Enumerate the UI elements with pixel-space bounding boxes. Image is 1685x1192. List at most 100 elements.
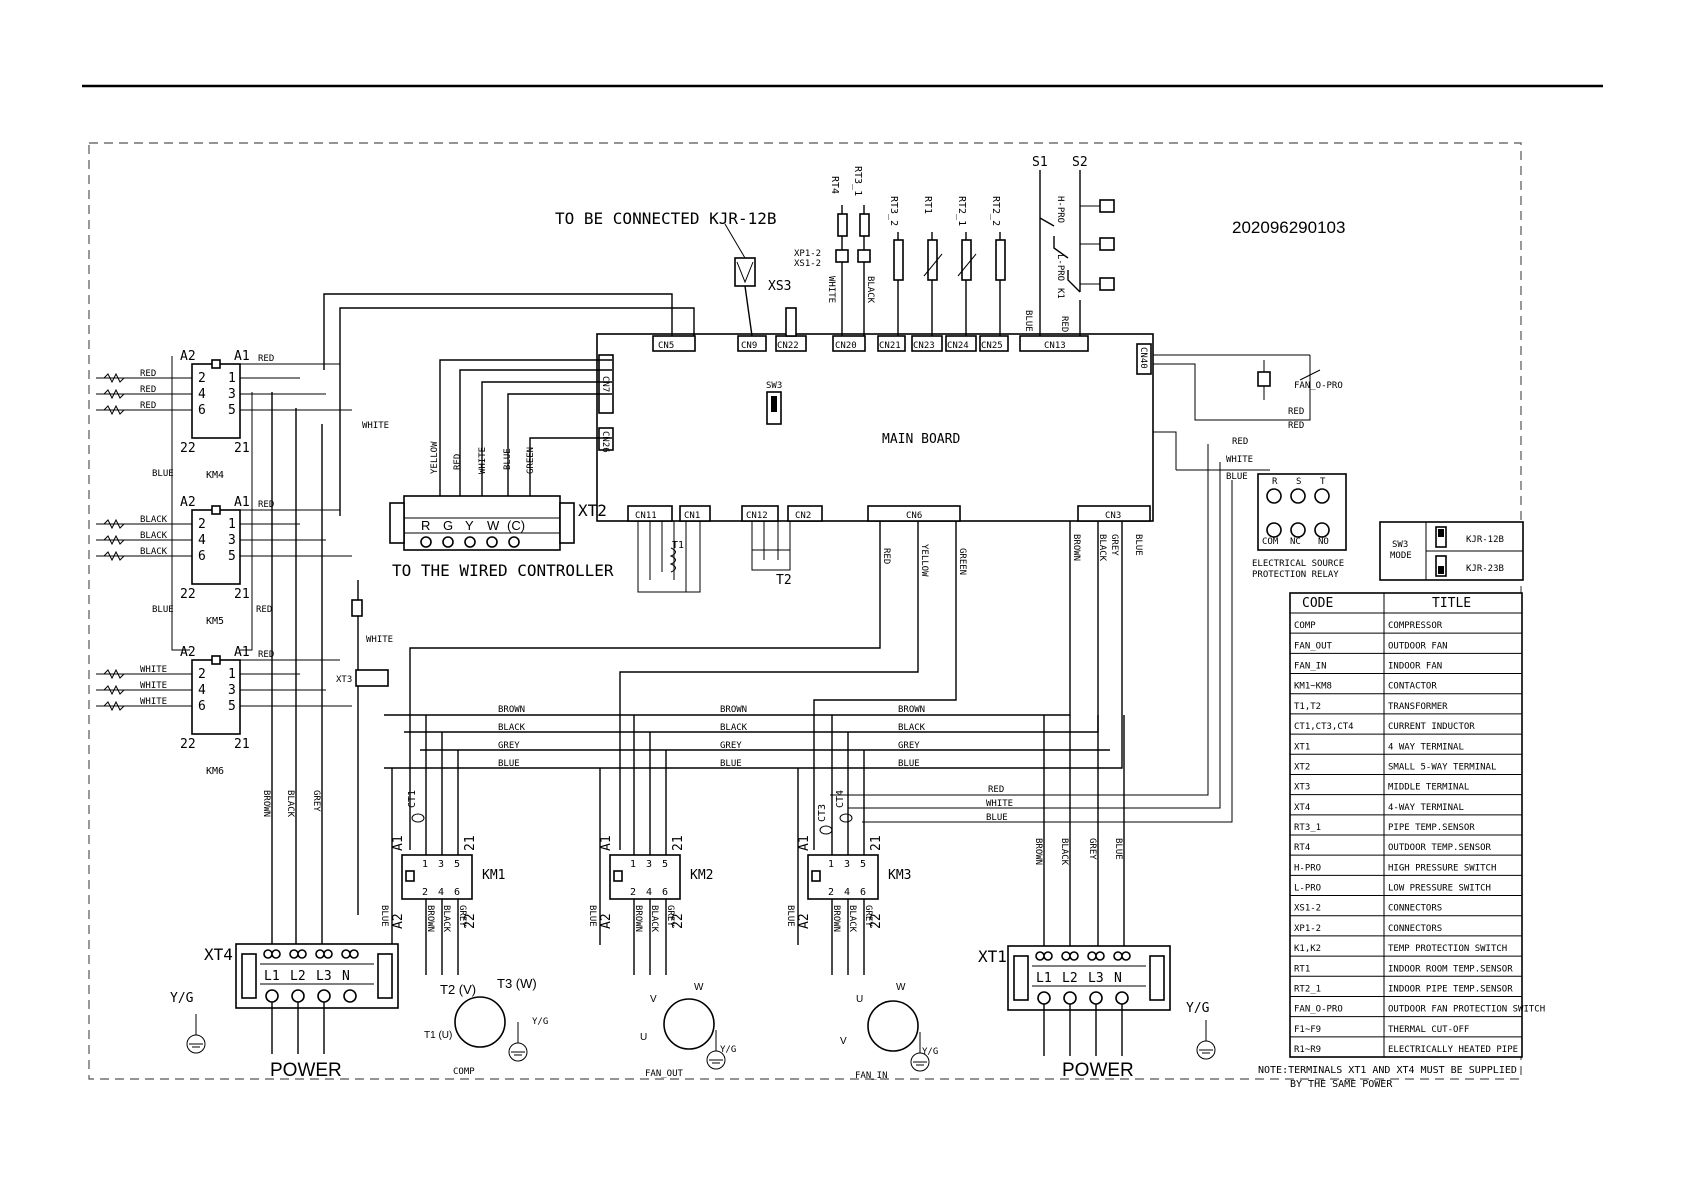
connector-cn22: CN22	[777, 341, 799, 351]
term-num: 6	[860, 887, 866, 898]
xt3-label: XT3	[336, 675, 352, 685]
aux-22: 22	[671, 913, 686, 929]
term-num: 3	[844, 859, 850, 870]
main-board-label: MAIN BOARD	[882, 432, 960, 447]
legend-code-17: RT1	[1294, 964, 1310, 974]
term-num: 1	[422, 859, 428, 870]
k1-label: K1	[1055, 288, 1065, 299]
term-num: 1	[228, 517, 236, 532]
ct4-label: CT4	[835, 790, 846, 808]
term-num: 6	[198, 699, 206, 714]
connector-cn9: CN9	[741, 341, 757, 351]
legend-code-8: XT3	[1294, 783, 1310, 793]
xt1-terminal-n: N	[1114, 971, 1122, 986]
coil-blue: BLUE	[379, 905, 389, 927]
cn3-wire-brown: BROWN	[1071, 534, 1081, 561]
xs1-2-label: XS1-2	[794, 259, 821, 269]
term-num: 1	[630, 859, 636, 870]
a2: A2	[797, 913, 812, 929]
heater-wire: RED	[140, 385, 156, 395]
term-num: 1	[828, 859, 834, 870]
xp1-2-label: XP1-2	[794, 249, 821, 259]
xt2-wire-green: GREEN	[526, 447, 536, 474]
term-num: 3	[228, 683, 236, 698]
out-grey: GREY	[863, 905, 873, 927]
legend-title-6: 4 WAY TERMINAL	[1388, 742, 1464, 752]
relay-nc: NC	[1290, 537, 1301, 547]
bus-black-2: BLACK	[720, 723, 748, 733]
term-num: 5	[228, 699, 236, 714]
xt4-feed-black: BLACK	[285, 790, 295, 818]
rt2-2-label: RT2_2	[990, 196, 1001, 226]
sw3-opt1: KJR-12B	[1466, 535, 1504, 545]
comp-ground-label: Y/G	[532, 1017, 548, 1027]
s1-label: S1	[1032, 155, 1048, 170]
bus-black-3: BLACK	[898, 723, 926, 733]
wire-white-label: WHITE	[826, 276, 836, 303]
legend-code-15: XP1-2	[1294, 924, 1321, 934]
legend-code-12: H-PRO	[1294, 863, 1321, 873]
out-grey: GREY	[457, 905, 467, 927]
connector-cn20: CN20	[835, 341, 857, 351]
term-num: 5	[860, 859, 866, 870]
diagram-border	[88, 142, 1522, 1080]
ground-symbol-0	[186, 1014, 206, 1054]
main-board: MAIN BOARD CN5 CN9 CN22 CN20 CN21 CN23 C…	[596, 333, 1154, 522]
ground-symbol-3	[706, 1030, 726, 1070]
aux-22: 22	[180, 441, 196, 456]
fanout-ground-label: Y/G	[720, 1045, 736, 1055]
aux-21: 21	[671, 835, 686, 851]
xt1-feed-blue: BLUE	[1113, 838, 1123, 860]
term-num: 3	[228, 533, 236, 548]
out-black: BLACK	[649, 905, 659, 933]
legend-title-12: HIGH PRESSURE SWITCH	[1388, 863, 1496, 873]
wire-black-label: BLACK	[865, 276, 875, 304]
xt1-label: XT1	[978, 947, 1007, 966]
legend-title-14: CONNECTORS	[1388, 904, 1442, 914]
connector-cn24: CN24	[947, 341, 969, 351]
connector-cn23: CN23	[913, 341, 935, 351]
cn6-wire-yellow: YELLOW	[919, 544, 929, 577]
bus-brown-3: BROWN	[898, 705, 925, 715]
legend-title-15: CONNECTORS	[1388, 924, 1442, 934]
heater-wire: WHITE	[140, 697, 167, 707]
ct3-label: CT3	[817, 804, 828, 822]
legend-code-1: FAN_OUT	[1294, 641, 1333, 651]
coil-red: RED	[258, 500, 274, 510]
out-brown: BROWN	[831, 905, 841, 932]
h-pro-label: H-PRO	[1055, 196, 1065, 223]
legend-code-7: XT2	[1294, 762, 1310, 772]
a1: A1	[391, 835, 406, 851]
heater-wire: BLACK	[140, 515, 168, 525]
cn3-wire-blue: BLUE	[1133, 534, 1143, 556]
fan-in-v: V	[840, 1036, 847, 1047]
term-num: 3	[438, 859, 444, 870]
legend-title-1: OUTDOOR FAN	[1388, 641, 1448, 651]
km4-label: KM4	[206, 470, 224, 481]
sw3-label: SW3	[766, 381, 782, 391]
wired-controller-note: TO THE WIRED CONTROLLER	[392, 561, 614, 580]
a2: A2	[180, 645, 196, 660]
fanin-ground-label: Y/G	[922, 1047, 938, 1057]
term-num: 5	[228, 549, 236, 564]
term-num: 4	[646, 887, 652, 898]
note-line1: NOTE:TERMINALS XT1 AND XT4 MUST BE SUPPL…	[1258, 1065, 1517, 1076]
fan-out-label: FAN_OUT	[645, 1069, 684, 1079]
legend-title-16: TEMP PROTECTION SWITCH	[1388, 944, 1507, 954]
connector-cn25: CN25	[981, 341, 1003, 351]
legend-title-11: OUTDOOR TEMP.SENSOR	[1388, 843, 1492, 853]
relay-label-2: PROTECTION RELAY	[1252, 570, 1339, 580]
term-num: 1	[228, 667, 236, 682]
cn3-wire-grey: GREY	[1109, 534, 1119, 556]
relay-bus-red: RED	[988, 785, 1004, 795]
connector-cn13: CN13	[1044, 341, 1066, 351]
legend-title-9: 4-WAY TERMINAL	[1388, 803, 1464, 813]
ct1-label: CT1	[407, 790, 418, 808]
coil-blue: BLUE	[587, 905, 597, 927]
